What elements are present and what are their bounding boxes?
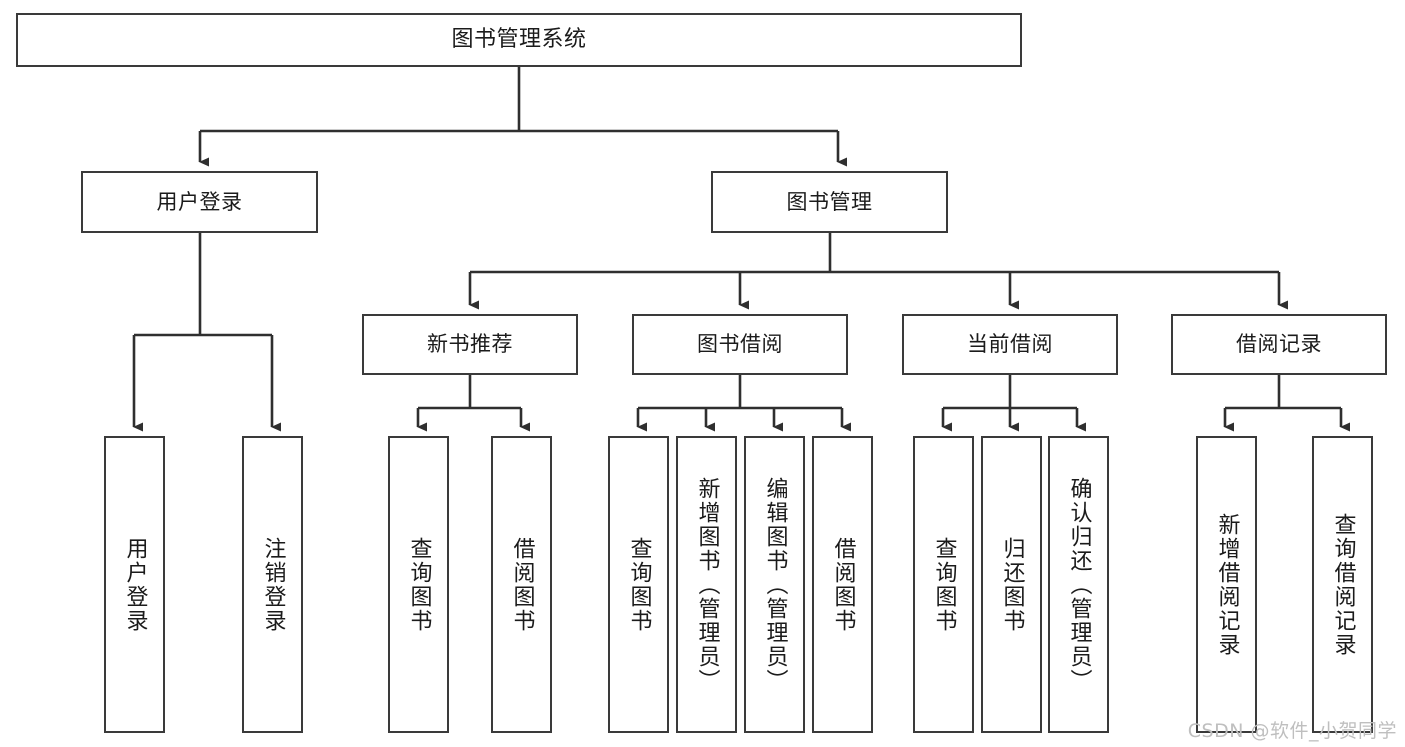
node-label: 注销登录 (260, 536, 286, 633)
leaf-book-borrow-edit-book-admin[interactable]: 编辑图书（管理员） (744, 436, 805, 733)
leaf-borrow-record-add-record[interactable]: 新增借阅记录 (1196, 436, 1257, 733)
node-label: 新增图书（管理员） (694, 476, 720, 693)
node-label: 图书管理 (786, 189, 873, 214)
node-label: 图书借阅 (697, 332, 783, 357)
node-label: 图书管理系统 (451, 27, 587, 53)
leaf-book-borrow-borrow-book[interactable]: 借阅图书 (812, 436, 873, 733)
node-label: 借阅图书 (509, 536, 535, 633)
node-new-book-recommend[interactable]: 新书推荐 (362, 314, 578, 375)
node-label: 新增借阅记录 (1214, 512, 1240, 657)
node-label: 借阅记录 (1236, 332, 1322, 357)
leaf-current-borrow-confirm-return-admin[interactable]: 确认归还（管理员） (1048, 436, 1109, 733)
node-label: 用户登录 (156, 189, 243, 214)
node-book-borrow[interactable]: 图书借阅 (632, 314, 848, 375)
leaf-user-login-logout[interactable]: 注销登录 (242, 436, 303, 733)
node-label: 确认归还（管理员） (1066, 476, 1092, 693)
node-label: 编辑图书（管理员） (762, 476, 788, 693)
node-user-login[interactable]: 用户登录 (81, 171, 318, 233)
leaf-borrow-record-query-record[interactable]: 查询借阅记录 (1312, 436, 1373, 733)
node-label: 归还图书 (999, 536, 1025, 633)
node-label: 用户登录 (122, 536, 148, 633)
node-borrow-record[interactable]: 借阅记录 (1171, 314, 1387, 375)
node-book-management-system[interactable]: 图书管理系统 (16, 13, 1022, 67)
leaf-new-book-query-book[interactable]: 查询图书 (388, 436, 449, 733)
leaf-current-borrow-return-book[interactable]: 归还图书 (981, 436, 1042, 733)
csdn-watermark: CSDN @软件_小贺同学 (1187, 720, 1397, 742)
node-label: 查询图书 (626, 536, 652, 633)
node-label: 查询图书 (931, 536, 957, 633)
node-label: 当前借阅 (967, 332, 1053, 357)
leaf-user-login-login[interactable]: 用户登录 (104, 436, 165, 733)
leaf-book-borrow-add-book-admin[interactable]: 新增图书（管理员） (676, 436, 737, 733)
node-label: 查询借阅记录 (1330, 512, 1356, 657)
node-label: 查询图书 (406, 536, 432, 633)
node-label: 新书推荐 (427, 332, 513, 357)
leaf-current-borrow-query-book[interactable]: 查询图书 (913, 436, 974, 733)
node-current-borrow[interactable]: 当前借阅 (902, 314, 1118, 375)
leaf-new-book-borrow-book[interactable]: 借阅图书 (491, 436, 552, 733)
node-book-management[interactable]: 图书管理 (711, 171, 948, 233)
leaf-book-borrow-query-book[interactable]: 查询图书 (608, 436, 669, 733)
node-label: 借阅图书 (830, 536, 856, 633)
